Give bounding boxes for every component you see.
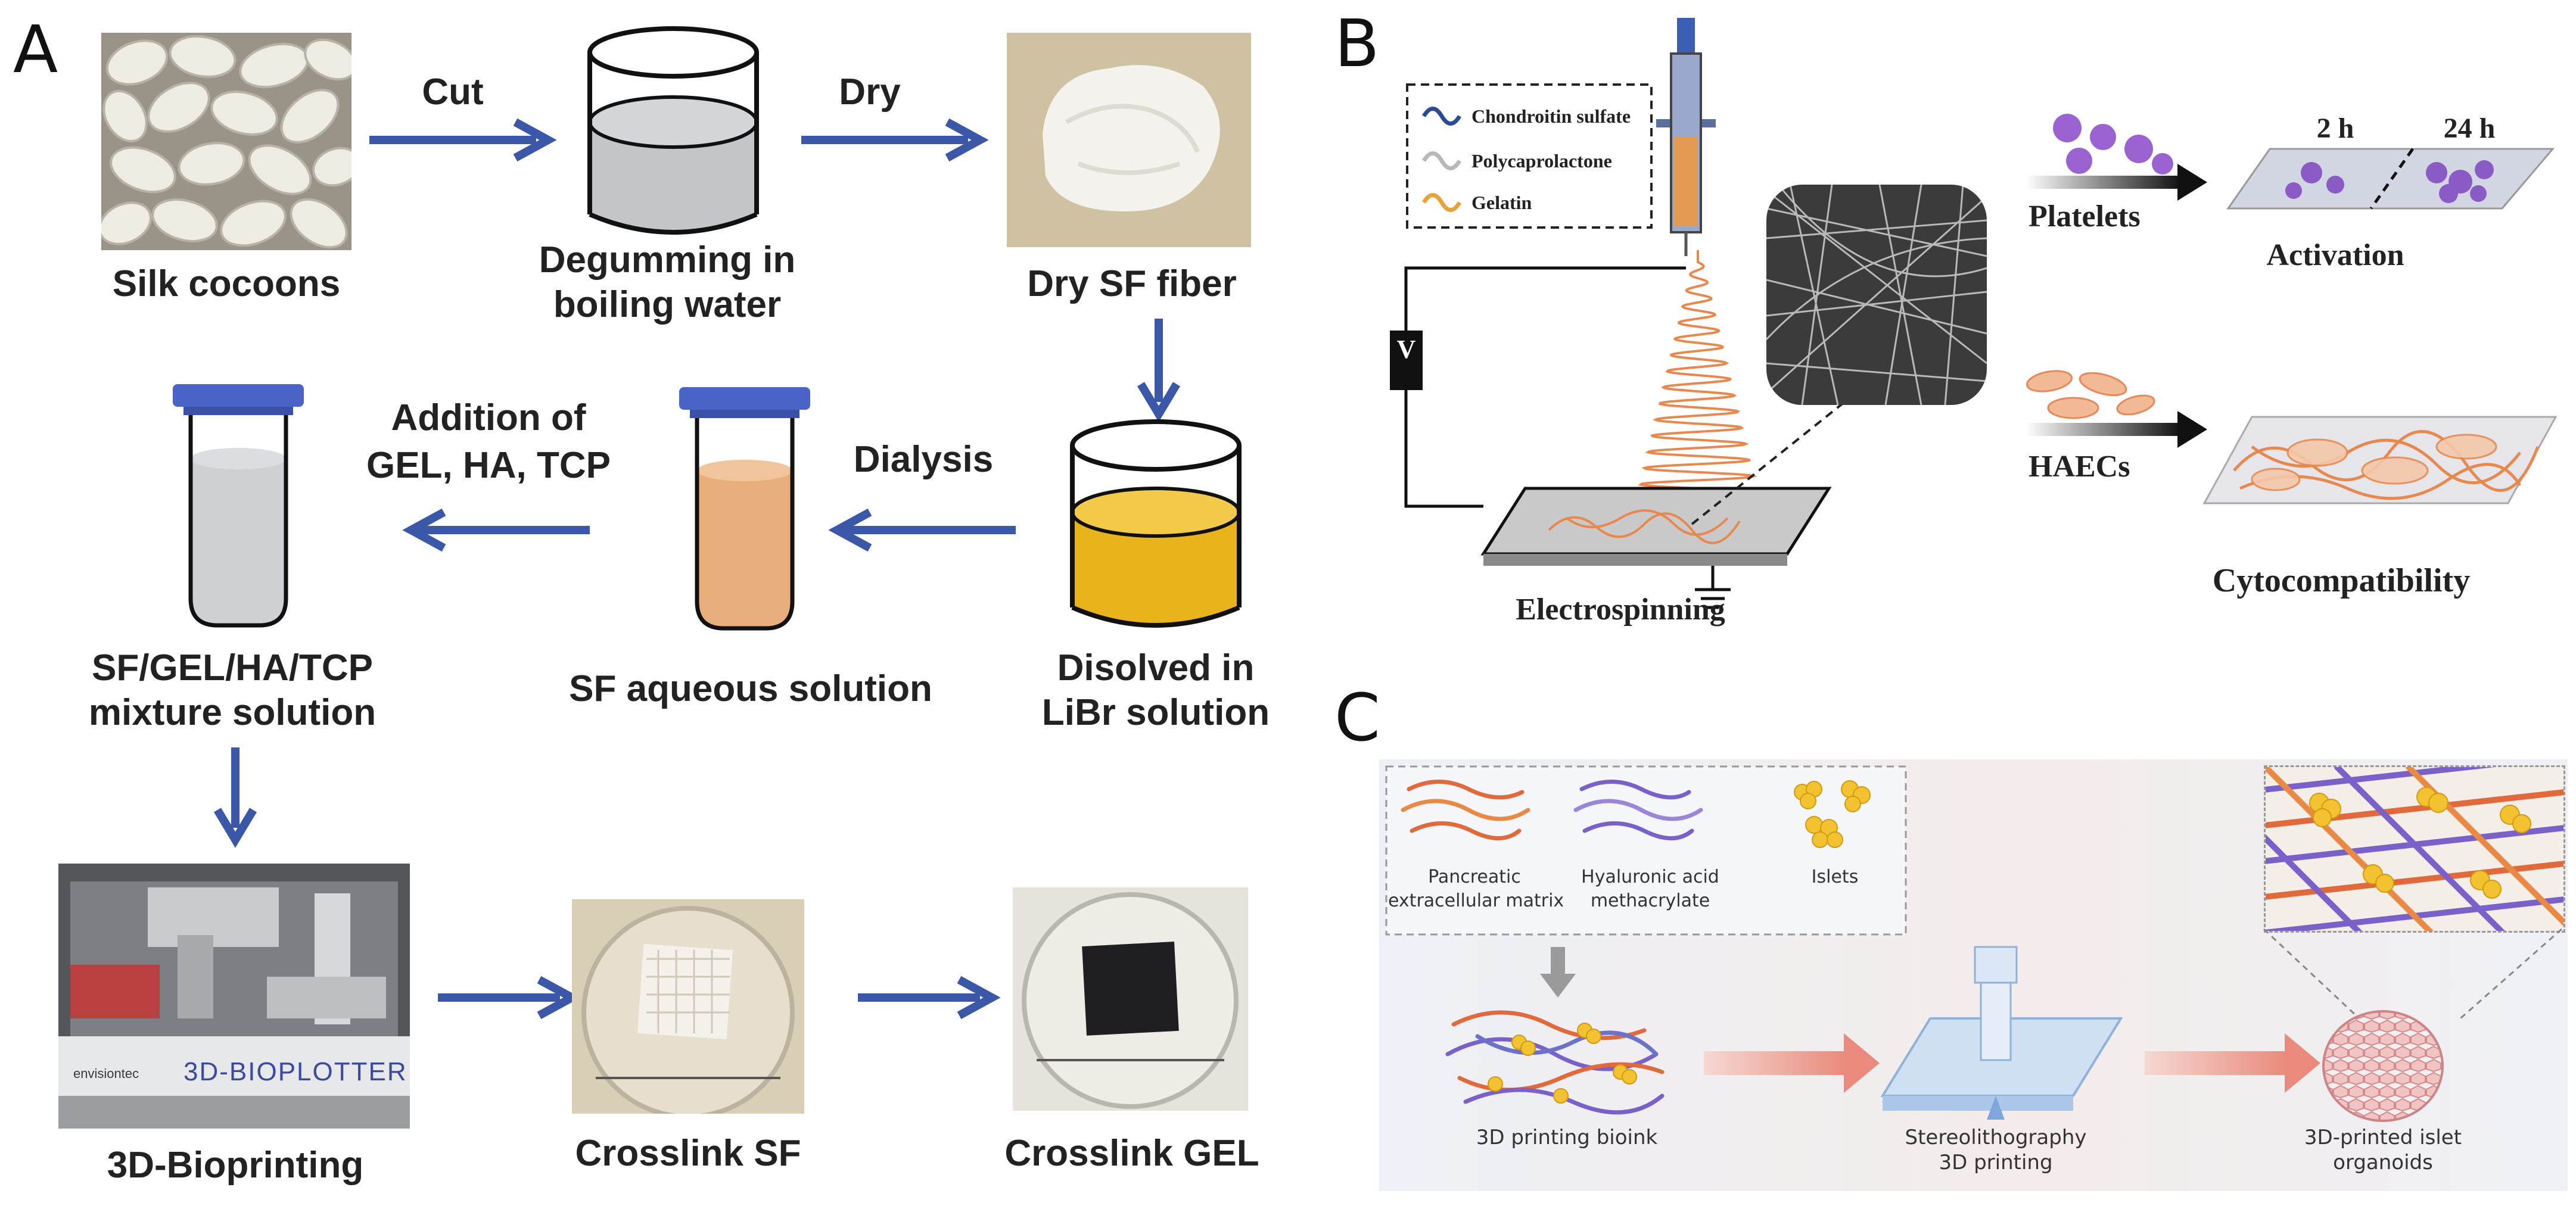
voltage-label: V (1396, 335, 1416, 364)
haec-cells (2026, 370, 2155, 419)
panel-c-label: C (1334, 680, 1380, 756)
mixture-caption-2: mixture solution (88, 692, 377, 733)
arrow-to-crosslink-gel (858, 976, 1001, 1020)
panel-c-legend-box (1385, 765, 1907, 936)
sem-fiber-image (1766, 185, 1987, 405)
arrow-bioink-to-stereo (1704, 1033, 1880, 1093)
addition-label-2: GEL, HA, TCP (366, 445, 611, 486)
crosslink-sf-photo (572, 899, 804, 1114)
electrospinning-label: Electrospinning (1516, 593, 1725, 627)
sf-aqueous-caption: SF aqueous solution (569, 668, 932, 709)
syringe (1656, 18, 1716, 256)
crosslink-gel-caption: Crosslink GEL (1004, 1133, 1259, 1174)
cytocompat-slab (2202, 416, 2558, 504)
stereolithography-device (1880, 946, 2123, 1120)
libr-beaker (1070, 419, 1242, 628)
bioink-caption: 3D printing bioink (1476, 1126, 1658, 1149)
arrow-down-print (213, 747, 257, 848)
arrow-cut (369, 118, 557, 162)
collector-plate (1480, 392, 1857, 566)
bioplotter-photo: envisiontec 3D-BIOPLOTTER (58, 864, 410, 1129)
arrow-stereo-to-organoid (2145, 1033, 2320, 1093)
activation-label: Activation (2266, 238, 2404, 272)
legend-polycaprolactone: Polycaprolactone (1471, 150, 1612, 172)
organoid-zoom-inset (2264, 765, 2565, 933)
dry-sf-fiber-photo (1007, 33, 1251, 247)
legend-chondroitin: Chondroitin sulfate (1471, 105, 1631, 127)
dissolved-caption-1: Disolved in (1057, 647, 1255, 688)
silk-cocoons-photo (101, 33, 351, 250)
legend-gelatin: Gelatin (1471, 192, 1532, 213)
panel-a-label: A (13, 11, 58, 88)
crosslink-sf-caption: Crosslink SF (575, 1133, 801, 1174)
arrow-to-crosslink-sf (438, 976, 581, 1020)
arrow-dialysis (828, 508, 1016, 552)
haecs-label: HAECs (2029, 450, 2130, 484)
activation-slab (2226, 148, 2555, 210)
platelet-dots (2053, 114, 2173, 175)
legend-hama-1: Hyaluronic acid (1581, 867, 1719, 887)
legend-pancreatic-2: extracellular matrix (1388, 890, 1564, 911)
mixture-tube (173, 384, 304, 628)
electrospinning-circuit (1390, 266, 1731, 609)
arrow-dry (801, 118, 989, 162)
bioplotter-logo: envisiontec (73, 1066, 139, 1081)
legend-islets: Islets (1811, 867, 1859, 887)
dialysis-label: Dialysis (853, 439, 994, 480)
arrow-legend-to-bioink (1540, 947, 1576, 998)
mixture-caption-1: SF/GEL/HA/TCP (92, 647, 373, 688)
arrow-down-dissolve (1137, 319, 1181, 422)
arrow-platelets (2026, 164, 2207, 201)
crosslink-gel-photo (1013, 887, 1248, 1111)
fiber-spiral (1638, 250, 1757, 490)
stereo-caption-2: 3D printing (1939, 1151, 2053, 1174)
organoid-caption-1: 3D-printed islet (2304, 1126, 2462, 1149)
bioplotter-brand: 3D-BIOPLOTTER (183, 1057, 407, 1086)
addition-label-1: Addition of (391, 397, 586, 438)
sf-aqueous-tube (679, 387, 810, 631)
activation-time-24h: 24 h (2443, 113, 2496, 144)
dissolved-caption-2: LiBr solution (1041, 692, 1270, 733)
panel-b-legend-box (1406, 83, 1653, 229)
legend-hama-2: methacrylate (1590, 890, 1710, 911)
zoom-guide-lines (2263, 928, 2562, 1020)
organoid-caption-2: organoids (2333, 1151, 2433, 1174)
legend-pancreatic-1: Pancreatic (1428, 867, 1521, 887)
silk-cocoons-caption: Silk cocoons (112, 263, 341, 304)
activation-time-2h: 2 h (2316, 113, 2354, 144)
arrow-addition (402, 508, 590, 552)
dry-label: Dry (839, 71, 901, 113)
dry-sf-fiber-caption: Dry SF fiber (1027, 263, 1237, 304)
panel-b-label: B (1334, 5, 1380, 82)
cytocompatibility-label: Cytocompatibility (2212, 562, 2471, 599)
degumming-caption-2: boiling water (553, 284, 782, 325)
degumming-caption-1: Degumming in (539, 239, 796, 281)
degumming-beaker (587, 26, 759, 235)
arrow-haecs (2026, 411, 2207, 448)
bioprinting-caption: 3D-Bioprinting (107, 1145, 364, 1186)
platelets-label: Platelets (2029, 200, 2141, 233)
cut-label: Cut (422, 71, 484, 113)
bioink-illustration (1445, 1010, 1665, 1115)
stereo-caption-1: Stereolithography (1905, 1126, 2087, 1149)
organoid-disc (2322, 1010, 2444, 1122)
